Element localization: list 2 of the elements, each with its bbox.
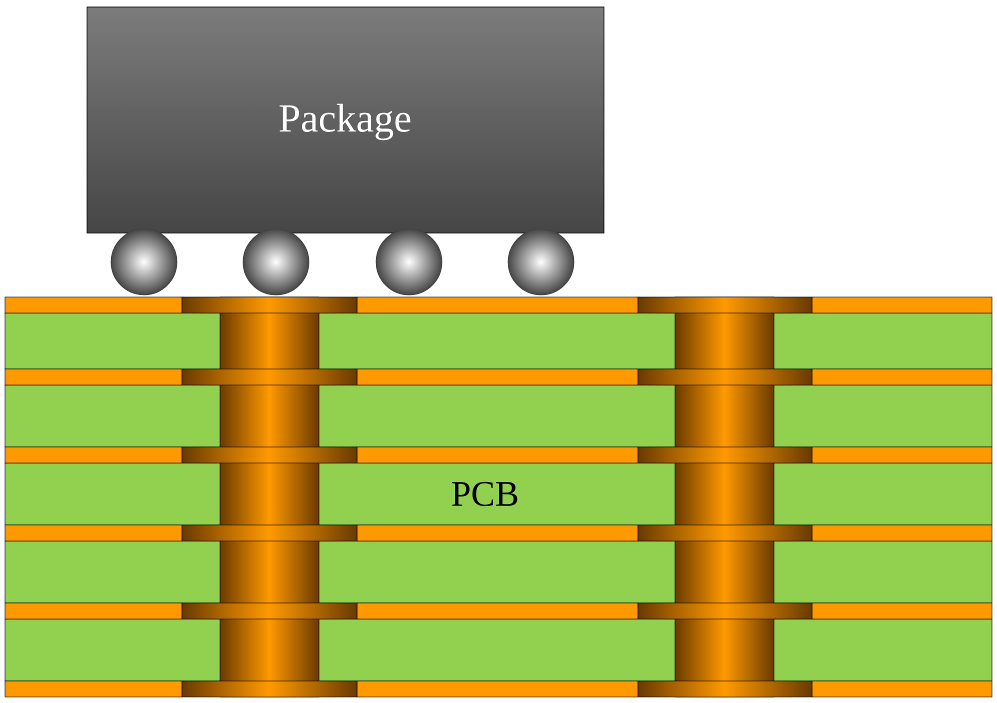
- pcb-drawing: PCB: [4, 296, 992, 698]
- package-box: Package: [86, 6, 604, 234]
